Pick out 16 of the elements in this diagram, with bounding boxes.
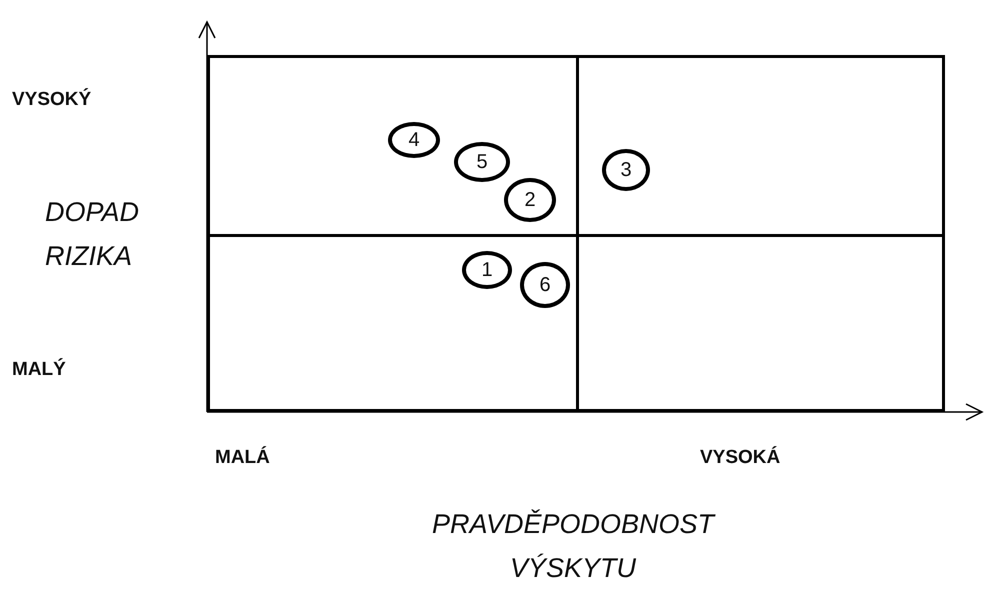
risk-marker: 4 [388,122,440,158]
risk-marker: 1 [462,251,512,289]
y-axis-title: DOPAD RIZIKA [45,196,140,273]
quadrant-box [207,234,579,412]
probability-level-label: MALÁ [215,446,271,470]
quadrant-box [576,234,945,412]
risk-marker: 6 [520,262,570,308]
x-axis-title: PRAVDĚPODOBNOST VÝSKYTU [430,508,716,585]
impact-level-label: MALÝ [12,358,67,382]
probability-level-label: VYSOKÁ [700,446,782,470]
risk-marker: 3 [602,149,650,191]
risk-marker: 2 [504,178,556,222]
impact-level-label: VYSOKÝ [12,88,92,112]
quadrant-box [576,55,945,237]
quadrant-box [207,55,579,237]
risk-marker: 5 [454,142,510,182]
